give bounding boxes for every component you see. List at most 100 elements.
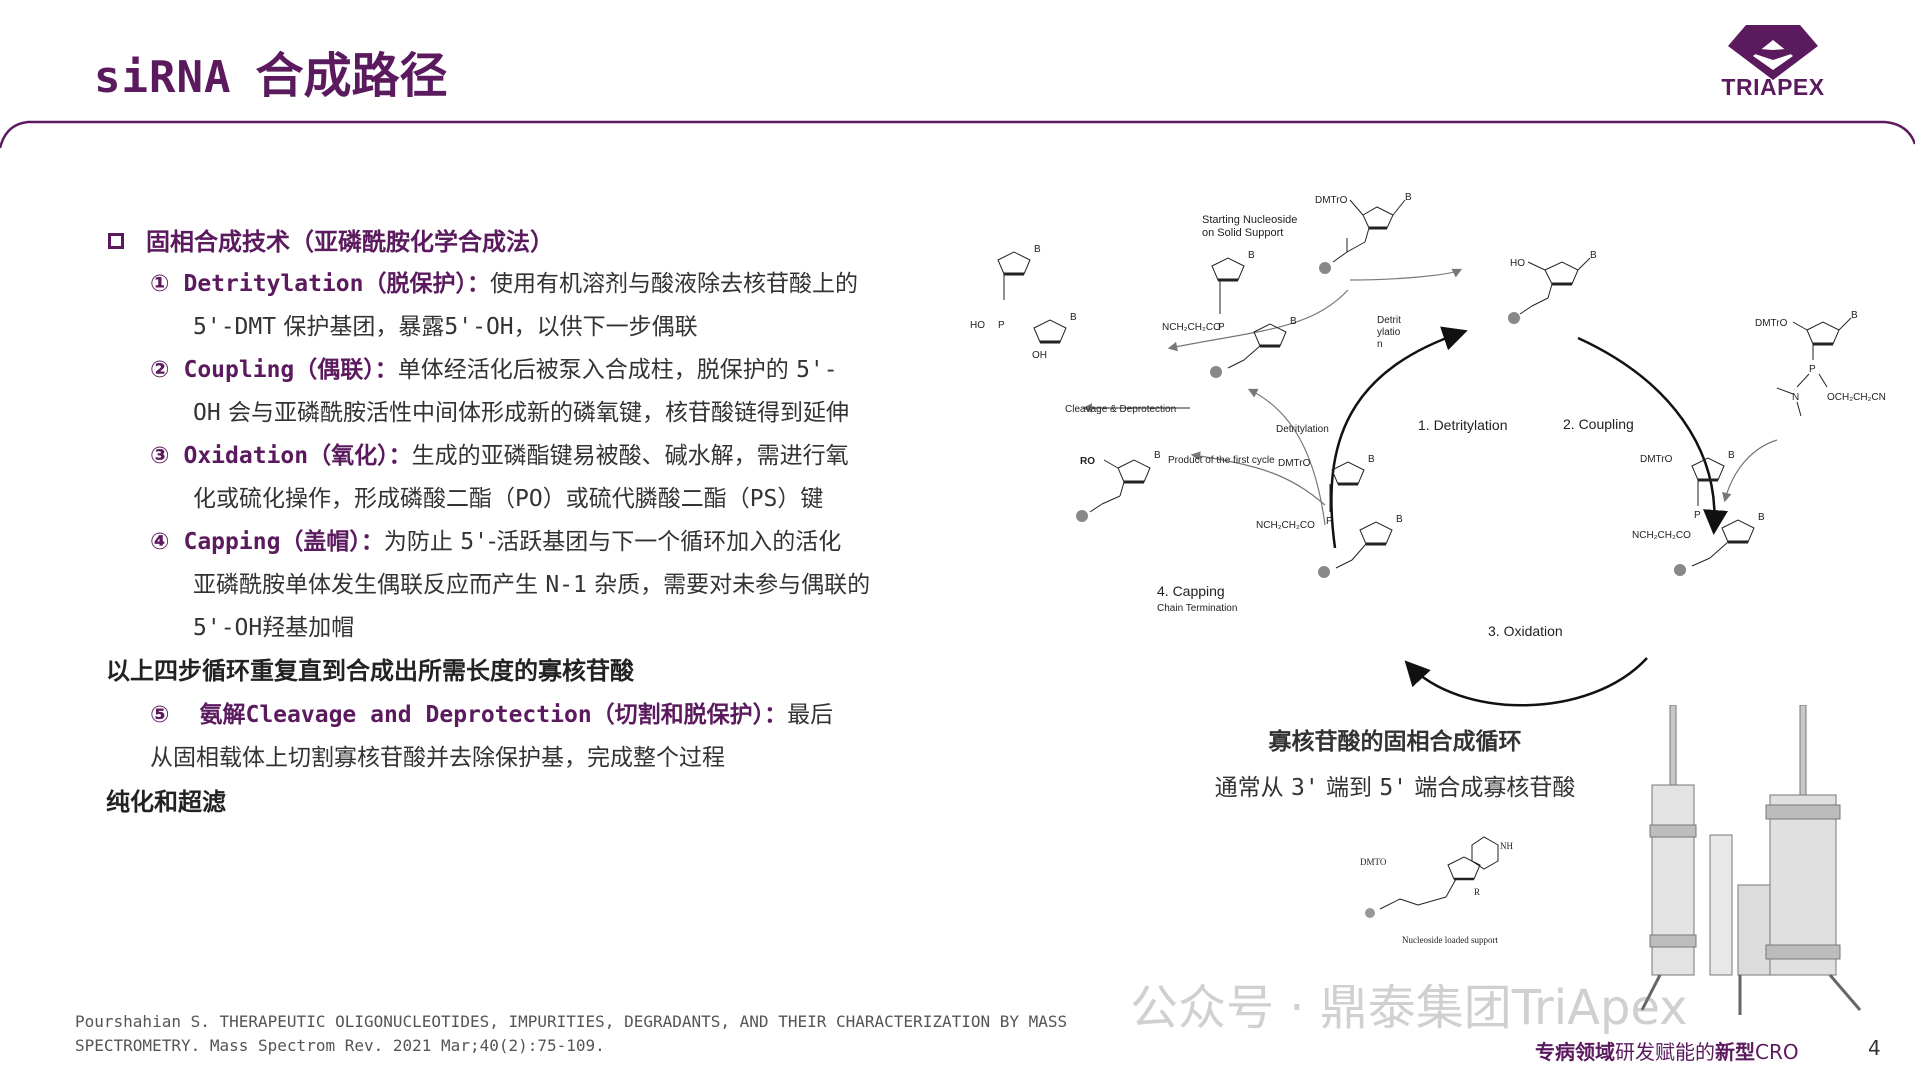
arrow-product bbox=[1247, 388, 1326, 526]
chem-label: B bbox=[1034, 244, 1041, 255]
step-number: ① bbox=[150, 271, 170, 297]
chem-label: B bbox=[1758, 512, 1765, 523]
text-span: 5'-OH bbox=[444, 314, 514, 340]
chem-label: DMTO bbox=[1360, 857, 1387, 867]
chem-label: DMTrO bbox=[1278, 458, 1311, 469]
text-span: OH bbox=[193, 400, 221, 426]
step-keyword-zh: （切割和脱保护） bbox=[591, 702, 765, 728]
text-span: PO bbox=[515, 486, 543, 512]
arrow-start-detrit bbox=[1349, 268, 1463, 281]
text-span: 端到 bbox=[1318, 775, 1380, 801]
chem-label: B bbox=[1248, 250, 1255, 261]
text-span: 生成的亚磷酯键易被酸、碱水解，需进行氧 bbox=[411, 443, 849, 469]
text-span: 5' bbox=[460, 529, 488, 555]
reference-line-1: Pourshahian S. THERAPEUTIC OLIGONUCLEOTI… bbox=[75, 1012, 1068, 1031]
text-span: 5'-OH bbox=[193, 615, 263, 641]
text-span: 端合成寡核苷酸 bbox=[1407, 775, 1576, 801]
phosphoramidite-structure: DMTrO B P N OCH₂CH₂CN bbox=[1755, 310, 1886, 417]
coupled-product-structure: DMTrO B P NCH₂CH₂CO B bbox=[1632, 450, 1765, 576]
detritylation-small-label: Detritylation bbox=[1276, 424, 1329, 435]
colon: ： bbox=[388, 443, 412, 469]
text-span: ）或硫代膦酸二酯（ bbox=[542, 486, 750, 512]
step-keyword: Oxidation bbox=[183, 443, 309, 469]
chem-label: B bbox=[1290, 316, 1297, 327]
cleavage-label: Cleavage & Deprotection bbox=[1065, 404, 1176, 415]
chem-label: B bbox=[1590, 250, 1597, 261]
text-span: ，以供下一步偶联 bbox=[513, 314, 698, 340]
text-span: 3' bbox=[1290, 775, 1319, 801]
watermark: 公众号 · 鼎泰集团TriApex bbox=[1130, 980, 1688, 1036]
text-span: 新型 bbox=[1715, 1040, 1755, 1064]
step-keyword: Detritylation bbox=[183, 271, 364, 297]
step-keyword: Cleavage and Deprotection bbox=[245, 702, 592, 728]
repeat-line: 以上四步循环重复直到合成出所需长度的寡核苷酸 bbox=[106, 651, 634, 686]
text-span: ）键 bbox=[777, 486, 824, 512]
text-span: 杂质，需要对未参与偶联的 bbox=[586, 572, 871, 598]
capped-structure: RO B bbox=[1076, 450, 1161, 522]
chem-label: P bbox=[998, 320, 1005, 331]
step-label-detritylation: 1. Detritylation bbox=[1418, 417, 1507, 433]
product-first-cycle-label: Product of the first cycle bbox=[1168, 455, 1275, 466]
text-span: 会与亚磷酰胺活性中间体形成新的磷氧键，核苷酸链得到延伸 bbox=[220, 400, 850, 426]
step2-line2: OH 会与亚磷酰胺活性中间体形成新的磷氧键，核苷酸链得到延伸 bbox=[193, 393, 849, 427]
oxidized-product-structure: DMTrO B P NCH₂CH₂CO B bbox=[1256, 454, 1403, 578]
chem-label: DMTrO bbox=[1315, 195, 1348, 206]
footer-tagline: 专病领域研发赋能的新型CRO bbox=[1535, 1036, 1799, 1065]
text-span: 最后 bbox=[787, 702, 834, 728]
text-span: 5'-DMT bbox=[193, 314, 277, 340]
step1-line2: 5'-DMT 保护基团，暴露5'-OH，以供下一步偶联 bbox=[193, 307, 698, 341]
chem-label: B bbox=[1396, 514, 1403, 525]
detrit-label-1: Detrit bbox=[1377, 315, 1401, 326]
chem-label: DMTrO bbox=[1755, 318, 1788, 329]
text-span: 5' bbox=[1379, 775, 1408, 801]
start-nucleoside-structure: DMTrO B bbox=[1315, 192, 1412, 274]
chem-label: B bbox=[1851, 310, 1858, 321]
header-divider bbox=[0, 120, 1915, 149]
diagram-caption-title: 寡核苷酸的固相合成循环 bbox=[1268, 729, 1522, 755]
text-span: 研发赋能的 bbox=[1615, 1040, 1715, 1064]
text-span: 单体经活化后被泵入合成柱，脱保护的 bbox=[397, 357, 797, 383]
text-span: 羟基加帽 bbox=[262, 615, 355, 641]
chem-label: N bbox=[1792, 392, 1799, 403]
text-span: N-1 bbox=[545, 572, 587, 598]
text-span: 为防止 bbox=[383, 529, 461, 555]
purify-line: 纯化和超滤 bbox=[106, 782, 226, 817]
title-en: siRNA bbox=[94, 52, 232, 103]
chem-label: P bbox=[1326, 516, 1333, 527]
cycle-arrow-detritylation bbox=[1330, 326, 1468, 549]
text-span: 专病领域 bbox=[1535, 1040, 1615, 1064]
text-span: 化或硫化操作，形成磷酸二酯（ bbox=[193, 486, 515, 512]
square-bullet-icon bbox=[108, 233, 124, 249]
step-keyword-zh: （盖帽） bbox=[280, 529, 361, 555]
detrit-label-2: ylatio bbox=[1377, 327, 1401, 338]
step-label-coupling: 2. Coupling bbox=[1563, 416, 1634, 432]
page-number: 4 bbox=[1868, 1036, 1881, 1060]
synthesizer-columns bbox=[1640, 705, 1862, 1015]
step-number: ④ bbox=[150, 529, 170, 555]
detritylated-nucleoside-structure: HO B bbox=[1508, 250, 1597, 324]
step-label-oxidation: 3. Oxidation bbox=[1488, 623, 1563, 639]
step-label-chain-termination: Chain Termination bbox=[1157, 603, 1237, 614]
heading-line: 固相合成技术（亚磷酰胺化学合成法） bbox=[108, 222, 554, 257]
chem-label: NH bbox=[1500, 841, 1513, 851]
step-number: ② bbox=[150, 357, 170, 383]
step5-line2: 从固相载体上切割寡核苷酸并去除保护基，完成整个过程 bbox=[150, 738, 725, 772]
repeat-text: 以上四步循环重复直到合成出所需长度的寡核苷酸 bbox=[106, 657, 634, 685]
chem-label: DMTrO bbox=[1640, 454, 1673, 465]
step3-line2: 化或硫化操作，形成磷酸二酯（PO）或硫代膦酸二酯（PS）键 bbox=[193, 479, 823, 513]
chem-label: B bbox=[1070, 312, 1077, 323]
logo-text: TRIAPEX bbox=[1721, 74, 1825, 100]
triapex-logo bbox=[1728, 25, 1818, 80]
chem-label: B bbox=[1368, 454, 1375, 465]
reference-line-2: SPECTROMETRY. Mass Spectrom Rev. 2021 Ma… bbox=[75, 1036, 605, 1055]
step-keyword-zh: （脱保护） bbox=[363, 271, 468, 297]
chem-label: B bbox=[1154, 450, 1161, 461]
chem-label: RO bbox=[1080, 456, 1095, 467]
section-heading: 固相合成技术（亚磷酰胺化学合成法） bbox=[146, 228, 554, 256]
chem-label: P bbox=[1809, 364, 1816, 375]
support-label: Nucleoside loaded support bbox=[1402, 935, 1498, 945]
chem-label: NCH₂CH₂CO bbox=[1162, 322, 1221, 333]
synthesis-cycle-diagram: 1. Detritylation 2. Coupling 3. Oxidatio… bbox=[970, 192, 1886, 707]
chem-label: P bbox=[1218, 322, 1225, 333]
